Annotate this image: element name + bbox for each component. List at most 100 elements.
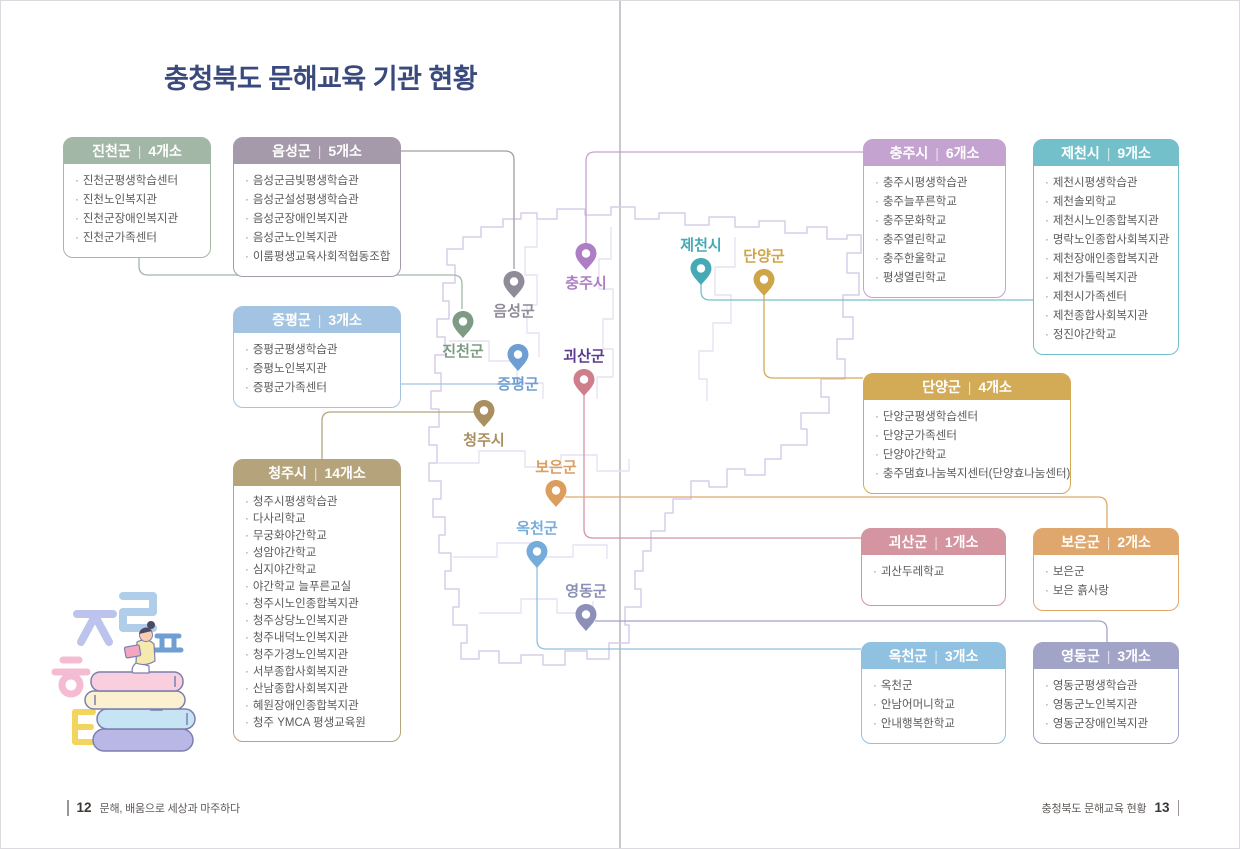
institution-item: ·제천시노인종합복지관 — [1045, 212, 1172, 231]
bullet-icon: · — [245, 251, 249, 263]
region-header-cheongju: 청주시|14개소 — [234, 460, 400, 486]
book-cream — [84, 690, 186, 710]
institution-name: 제천장애인종합복지관 — [1052, 253, 1159, 265]
hangul-pieup-shape — [152, 633, 184, 653]
bullet-icon: · — [1045, 215, 1049, 227]
region-name: 음성군 — [272, 143, 311, 159]
bullet-icon: · — [245, 496, 249, 508]
institution-name: 음성군설성평생학습관 — [252, 194, 359, 206]
institution-name: 정진야간학교 — [1052, 329, 1117, 341]
institution-item: ·단양야간학교 — [875, 446, 1064, 465]
institution-item: ·청주가경노인복지관 — [245, 647, 394, 664]
hangul-hieut-circle — [58, 672, 84, 698]
institution-list-boeun: ·보은군·보은 흙사랑 — [1034, 555, 1178, 610]
institution-item: ·충주늘푸른학교 — [875, 193, 999, 212]
pin-label-cheongju: 청주시 — [463, 432, 504, 449]
region-box-danyang: 단양군|4개소·단양군평생학습센터·단양군가족센터·단양야간학교·충주댐효나눔복… — [863, 373, 1071, 494]
institution-name: 청주시평생학습관 — [252, 496, 338, 508]
institution-name: 청주내덕노인복지관 — [252, 632, 349, 644]
institution-item: ·제천가톨릭복지관 — [1045, 269, 1172, 288]
page-number-right: 13 — [1154, 800, 1170, 815]
region-header-separator: | — [967, 379, 972, 395]
region-box-jeungpyeong: 증평군|3개소·증평군평생학습관·증평노인복지관·증평군가족센터 — [233, 306, 401, 408]
bullet-icon: · — [245, 615, 249, 627]
institution-item: ·영동군평생학습관 — [1045, 677, 1172, 696]
institution-item: ·증평군가족센터 — [245, 379, 394, 398]
institution-item: ·심지야간학교 — [245, 562, 394, 579]
institution-item: ·평생열린학교 — [875, 269, 999, 288]
bullet-icon: · — [1045, 234, 1049, 246]
map-pin-dot — [532, 547, 542, 556]
region-box-yeongdong: 영동군|3개소·영동군평생학습관·영동군노인복지관·영동군장애인복지관 — [1033, 642, 1179, 744]
institution-item: ·진천군평생학습센터 — [75, 172, 204, 191]
institution-item: ·보은군 — [1045, 563, 1172, 582]
institution-name: 음성군장애인복지관 — [252, 213, 349, 225]
connector-danyang — [763, 295, 863, 379]
book-purple — [92, 728, 194, 752]
connector-chungju — [585, 151, 863, 243]
footer-left-text: 문해, 배움으로 세상과 마주하다 — [99, 803, 241, 815]
institution-item: ·청주시평생학습관 — [245, 494, 394, 511]
footer-divider — [67, 800, 69, 816]
hangul-tieut-shape — [72, 709, 96, 745]
region-count: 1개소 — [944, 534, 979, 550]
institution-item: ·산남종합사회복지관 — [245, 681, 394, 698]
map-pin-dot — [513, 350, 523, 359]
institution-name: 안남어머니학교 — [880, 699, 955, 711]
institution-item: ·제천장애인종합복지관 — [1045, 250, 1172, 269]
region-name: 영동군 — [1061, 648, 1100, 664]
region-header-separator: | — [934, 648, 938, 664]
bullet-icon: · — [245, 632, 249, 644]
pin-label-jecheon: 제천시 — [680, 236, 721, 254]
region-box-jecheon: 제천시|9개소·제천시평생학습관·제천솔뫼학교·제천시노인종합복지관·명락노인종… — [1033, 139, 1179, 355]
bullet-icon: · — [875, 196, 879, 208]
bullet-icon: · — [245, 564, 249, 576]
institution-list-okcheon: ·옥천군·안남어머니학교·안내행복한학교 — [862, 669, 1005, 743]
institution-item: ·제천종합사회복지관 — [1045, 307, 1172, 326]
region-name: 단양군 — [922, 379, 961, 395]
institution-name: 충주댐효나눔복지센터(단양효나눔센터) — [882, 468, 1071, 480]
bullet-icon: · — [245, 363, 249, 375]
region-box-cheongju: 청주시|14개소·청주시평생학습관·다사리학교·무궁화야간학교·성암야간학교·심… — [233, 459, 401, 742]
institution-name: 서부종합사회복지관 — [252, 666, 349, 678]
bullet-icon: · — [245, 581, 249, 593]
bullet-icon: · — [245, 700, 249, 712]
institution-item: ·음성군설성평생학습관 — [245, 191, 394, 210]
region-count: 3개소 — [328, 312, 362, 328]
institution-item: ·충주시평생학습관 — [875, 174, 999, 193]
region-header-goesan: 괴산군|1개소 — [862, 529, 1005, 555]
bullet-icon: · — [245, 717, 249, 729]
bullet-icon: · — [1045, 272, 1049, 284]
institution-item: ·청주시노인종합복지관 — [245, 596, 394, 613]
region-box-okcheon: 옥천군|3개소·옥천군·안남어머니학교·안내행복한학교 — [861, 642, 1006, 744]
institution-item: ·다사리학교 — [245, 511, 394, 528]
institution-name: 충주열린학교 — [882, 234, 947, 246]
region-box-jincheon: 진천군|4개소·진천군평생학습센터·진천노인복지관·진천군장애인복지관·진천군가… — [63, 137, 211, 258]
region-count: 9개소 — [1117, 145, 1151, 161]
bullet-icon: · — [875, 272, 879, 284]
institution-name: 청주상당노인복지관 — [252, 615, 349, 627]
institution-name: 보은군 — [1052, 566, 1085, 578]
institution-item: ·음성군장애인복지관 — [245, 210, 394, 229]
institution-item: ·영동군장애인복지관 — [1045, 715, 1172, 734]
bullet-icon: · — [1045, 177, 1049, 189]
region-count: 6개소 — [945, 145, 980, 161]
institution-name: 제천가톨릭복지관 — [1052, 272, 1138, 284]
map-district-border — [437, 450, 630, 472]
institution-name: 진천군장애인복지관 — [82, 213, 179, 225]
bullet-icon: · — [875, 177, 879, 189]
connector-cheongju — [321, 411, 475, 459]
region-header-chungju: 충주시|6개소 — [864, 140, 1005, 166]
connector-okcheon — [536, 567, 861, 650]
bullet-icon: · — [75, 232, 79, 244]
map-district-border — [524, 219, 540, 357]
institution-name: 단양야간학교 — [882, 449, 947, 461]
map-pin-dot — [551, 486, 561, 495]
institution-list-chungju: ·충주시평생학습관·충주늘푸른학교·충주문화학교·충주열린학교·충주한울학교·평… — [864, 166, 1005, 297]
bullet-icon: · — [245, 666, 249, 678]
institution-name: 충주늘푸른학교 — [882, 196, 957, 208]
institution-list-cheongju: ·청주시평생학습관·다사리학교·무궁화야간학교·성암야간학교·심지야간학교·야간… — [234, 486, 400, 741]
bullet-icon: · — [75, 194, 79, 206]
institution-item: ·단양군가족센터 — [875, 427, 1064, 446]
bullet-icon: · — [245, 232, 249, 244]
